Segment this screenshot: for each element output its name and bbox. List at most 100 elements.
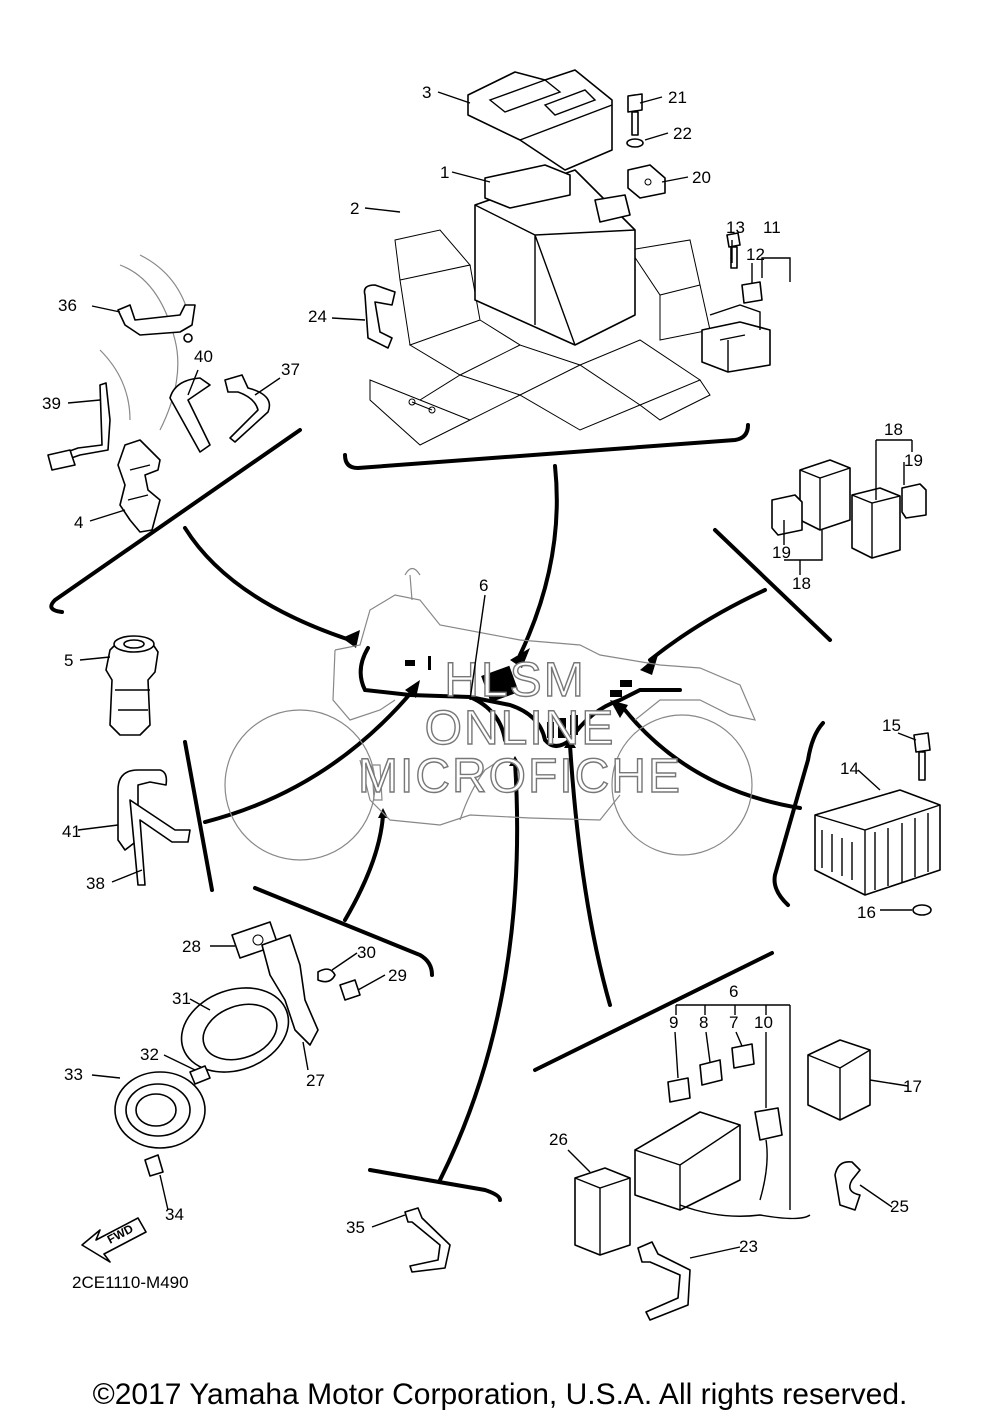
tie-23 [637,1241,691,1321]
fuse-7 [731,1043,755,1069]
callout-31: 31 [172,989,191,1008]
bolt-13 [726,232,741,269]
fuse-box-group [574,1039,871,1321]
drawing-code: 2CE1110-M490 [72,1273,189,1292]
callout-17: 17 [903,1077,922,1096]
bracket-20 [627,164,666,199]
motorcycle-outline [224,567,757,861]
battery [474,169,636,346]
callout-19-left: 19 [772,543,791,562]
watermark: HLSM ONLINE MICROFICHE [357,653,682,803]
callout-36: 36 [58,296,77,315]
copyright-notice: ©2017 Yamaha Motor Corporation, U.S.A. A… [92,1378,908,1411]
callout-5: 5 [64,651,73,670]
fuse-box-6 [634,1111,741,1211]
band-37 [224,374,271,443]
callout-2: 2 [350,199,359,218]
leader-lines [183,464,802,1182]
fuse-9 [667,1077,691,1103]
callout-34: 34 [165,1205,184,1224]
callout-29: 29 [388,966,407,985]
rectifier-group [814,732,941,916]
left-upper-group [47,254,271,533]
callout-27: 27 [306,1071,325,1090]
relay-18b [851,487,901,559]
bolt-29 [339,979,361,1001]
hose-41 [117,769,168,851]
bolt-32 [189,1065,211,1085]
callout-4: 4 [74,513,83,532]
callout-18-bottom: 18 [792,574,811,593]
callout-41: 41 [62,822,81,841]
fuse-12 [741,281,763,304]
strap-24 [363,284,396,349]
callout-7: 7 [729,1013,738,1032]
callout-18-top: 18 [884,420,903,439]
clip-39 [55,382,111,463]
bolt-21 [627,93,643,136]
bolt-34 [144,1154,164,1177]
horn-group [114,921,361,1177]
bracket-27 [261,934,319,1046]
relay-26 [574,1167,631,1256]
relay-assembly [701,321,771,373]
callout-28: 28 [182,937,201,956]
callout-40: 40 [194,347,213,366]
callout-leaders [67,91,917,1259]
callout-10: 10 [754,1013,773,1032]
rectifier-14 [814,789,941,896]
callout-37: 37 [281,360,300,379]
callout-39: 39 [42,394,61,413]
callout-30: 30 [357,943,376,962]
tie-38 [129,799,191,886]
callout-15: 15 [882,716,901,735]
connector-19a [771,494,803,536]
relay-group [771,459,927,559]
fuse-8 [699,1059,723,1086]
washer-16 [912,904,932,916]
callout-38: 38 [86,874,105,893]
connector-10 [754,1107,783,1141]
cap-5 [105,639,159,736]
callout-11: 11 [763,218,781,237]
tie-35 [404,1207,451,1273]
watermark-line-2: ONLINE [425,702,616,755]
battery-group [363,69,771,446]
hose-40 [169,377,211,453]
bolt-15 [913,732,931,781]
callout-23: 23 [739,1237,758,1256]
callout-21: 21 [668,88,687,107]
connector-19b [901,483,927,519]
callout-12: 12 [746,245,765,264]
callout-6-bike: 6 [479,576,488,595]
callout-22: 22 [673,124,692,143]
callout-6-fusebox: 6 [729,982,738,1001]
left-middle-group [105,635,191,886]
fwd-arrow: FWD [81,1217,147,1263]
wire-harness-route [358,646,682,748]
washer-30 [317,968,336,983]
callout-32: 32 [140,1045,159,1064]
callout-8: 8 [699,1013,708,1032]
callout-26: 26 [549,1130,568,1149]
callout-24: 24 [308,307,327,326]
callout-9: 9 [669,1013,678,1032]
callout-labels: 1 2 3 4 5 6 6 7 8 9 10 11 12 13 14 15 16… [42,83,923,1256]
bracket-4 [117,439,161,533]
callout-20: 20 [692,168,711,187]
watermark-line-3: MICROFICHE [358,750,682,803]
callout-25: 25 [890,1197,909,1216]
clamp-36 [117,304,196,336]
callout-35: 35 [346,1218,365,1237]
clamp-25 [834,1160,861,1211]
callout-14: 14 [840,759,859,778]
callout-3: 3 [422,83,431,102]
callout-16: 16 [857,903,876,922]
watermark-line-1: HLSM [444,654,585,707]
flasher-17 [807,1039,871,1121]
cable-tie-group [404,1207,451,1273]
battery-cover [467,69,613,171]
callout-33: 33 [64,1065,83,1084]
group-brackets [49,423,832,1202]
